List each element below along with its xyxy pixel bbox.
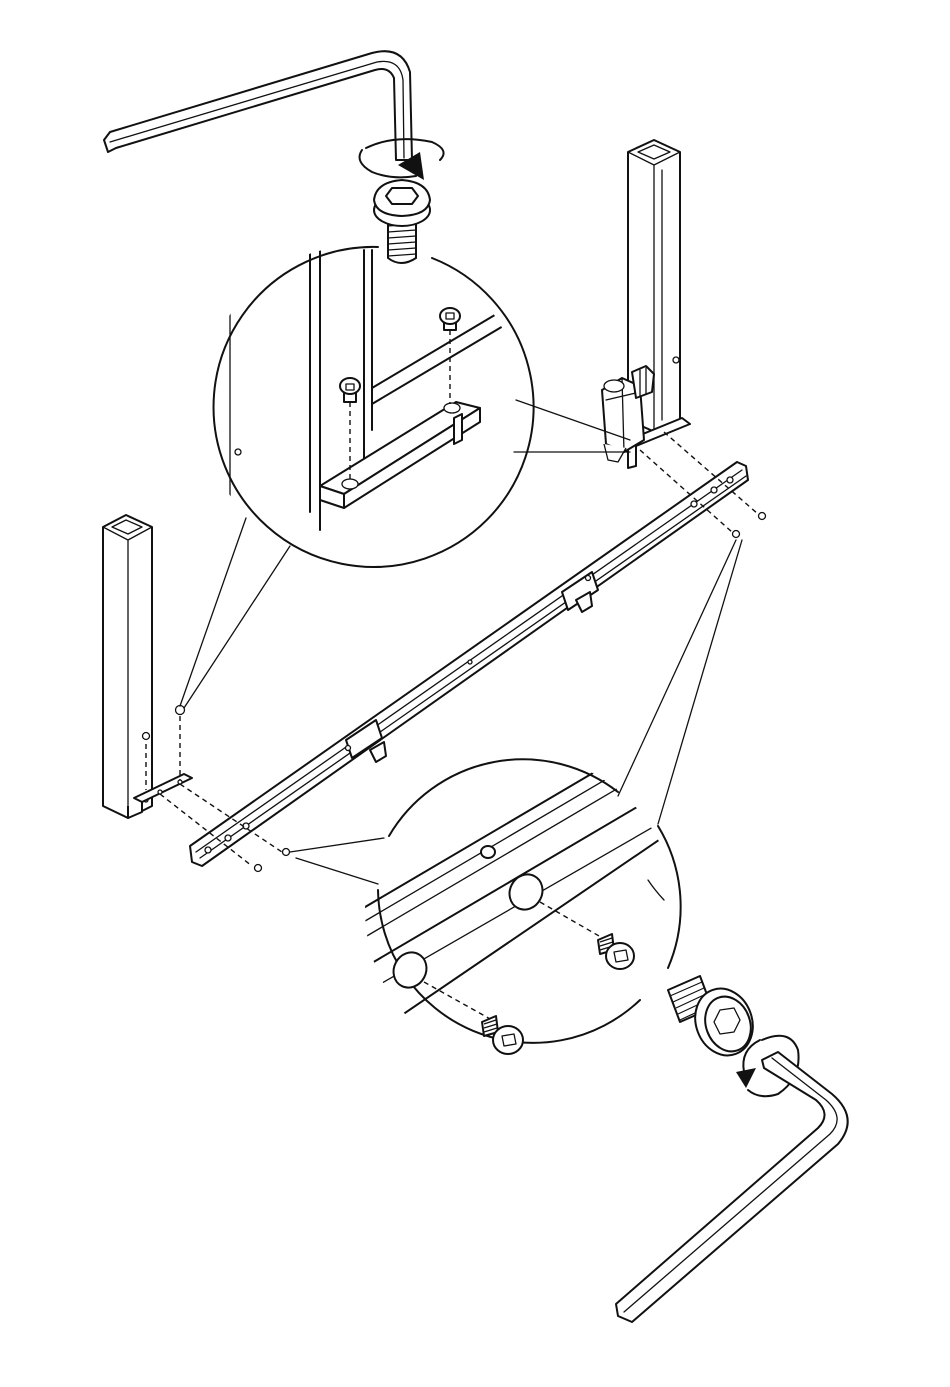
screw-small-bottom-1-icon [255,865,262,872]
screw-small-right-2-icon [759,513,766,520]
detail-top-screw-right-icon [440,308,460,330]
leg-left [103,515,192,818]
hex-key-top [104,51,412,160]
detail-circle-top [180,240,630,708]
screw-small-left-top-icon [176,706,185,715]
detail-bottom-bolt-right-icon [598,934,634,969]
detail-bottom-bolt-left-icon [482,1016,523,1054]
hex-key-bottom [616,1052,848,1322]
screw-small-right-1-icon [733,531,740,538]
screw-small-left-mid-icon [143,733,150,740]
crossbar [190,462,748,866]
screws-small [143,432,766,872]
detail-top-screw-left-icon [340,378,360,402]
screw-small-bottom-2-icon [283,849,290,856]
bolt-large-top [374,180,430,263]
